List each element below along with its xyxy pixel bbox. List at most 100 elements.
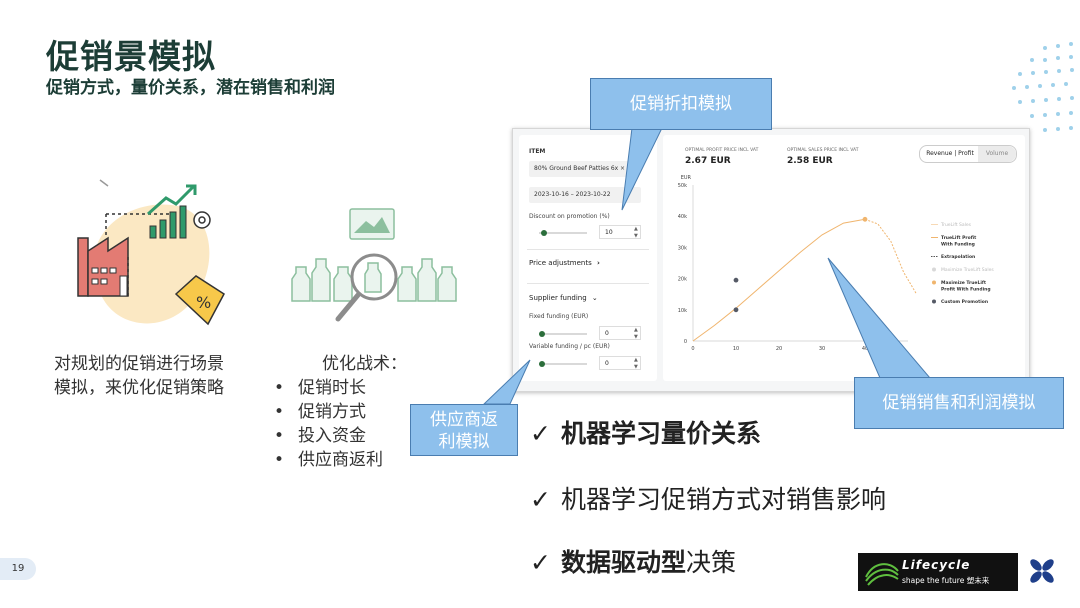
clear-icon[interactable]: × [620, 165, 626, 172]
logo-tagline: shape the future 塑未来 [902, 576, 990, 585]
fixed-funding-label: Fixed funding (EUR) [529, 313, 589, 320]
check-text: 机器学习促销方式对销售影响 [560, 485, 886, 514]
spin-down-icon[interactable]: ▼ [634, 364, 638, 370]
profit-curve-line [692, 218, 866, 342]
callout-supplier-line: 利模拟 [438, 432, 490, 452]
x-tick-label: 40 [862, 346, 868, 352]
check-item: ✓ 机器学习促销方式对销售影响 [530, 480, 886, 516]
legend-label: Maximize TrueLift Sales [941, 267, 994, 273]
spin-up-icon[interactable]: ▲ [634, 226, 638, 232]
x-tick-label: 0 [691, 346, 694, 352]
y-tick-label: 30k [678, 245, 687, 251]
sales-price-value: 2.58 EUR [787, 156, 833, 166]
callout-supplier-line: 供应商返 [430, 410, 498, 430]
chart-point [862, 216, 868, 222]
toggle-revenue-profit[interactable]: Revenue | Profit [926, 150, 974, 157]
x-axis-label: Discou [878, 354, 895, 360]
check-item: ✓ 数据驱动型决策 [530, 543, 736, 579]
y-axis-label: EUR [681, 175, 692, 181]
promotion-settings-sidebar: ITEM 80% Ground Beef Patties 6x × 2023-1… [519, 135, 657, 381]
tactic-item: 投入资金 [274, 424, 383, 448]
legend-label: Extrapolation [941, 254, 975, 260]
spin-up-icon[interactable]: ▲ [634, 327, 638, 333]
discount-label: Discount on promotion (%) [529, 213, 610, 220]
products-magnifier-illustration-icon [291, 208, 457, 322]
checkmark-icon: ✓ [530, 419, 551, 448]
item-label: ITEM [529, 148, 546, 155]
tactics-title: 优化战术： [322, 354, 407, 374]
check-item: ✓ 机器学习量价关系 [530, 414, 761, 450]
tactic-item: 供应商返利 [274, 448, 383, 472]
variable-funding-label: Variable funding / pc (EUR) [529, 343, 610, 350]
discount-input[interactable]: 10 [599, 225, 641, 239]
tactics-list: 促销时长 促销方式 投入资金 供应商返利 [274, 376, 383, 472]
lifecycle-swirl-icon [865, 563, 899, 586]
y-tick-label: 10k [678, 308, 687, 314]
y-tick-label: 40k [678, 214, 687, 220]
check-text: 机器学习量价关系 [560, 419, 761, 448]
check-text: 决策 [685, 548, 736, 577]
y-tick-label: 0 [684, 339, 687, 345]
chart-point [733, 307, 739, 313]
price-adjustments-toggle[interactable]: Price adjustments › [529, 259, 600, 267]
checkmark-icon: ✓ [530, 548, 551, 577]
spin-up-icon[interactable]: ▲ [634, 357, 638, 363]
legend-marker [932, 299, 936, 304]
legend-marker [932, 280, 936, 285]
legend-label: With Funding [941, 242, 975, 248]
variable-funding-input[interactable]: 0 [599, 356, 641, 370]
legend-label: Profit With Funding [941, 287, 991, 293]
callout-supplier-rebate-simulation: 供应商返 利模拟 [410, 404, 518, 456]
item-value: 80% Ground Beef Patties 6x [534, 165, 619, 172]
left-caption: 对规划的促销进行场景模拟，来优化促销策略 [54, 354, 224, 398]
logo-name: Lifecycle [902, 558, 971, 572]
spin-down-icon[interactable]: ▼ [634, 233, 638, 239]
divider [527, 283, 649, 284]
divider [527, 249, 649, 250]
page-number: 19 [0, 558, 36, 580]
fixed-funding-input[interactable]: 0 [599, 326, 641, 340]
decorative-dots-pattern [1012, 42, 1074, 132]
legend-label: TrueLift Profit [941, 235, 977, 241]
tactic-item: 促销方式 [274, 400, 383, 424]
price-adjustments-label: Price adjustments [529, 259, 592, 267]
tactic-item: 促销时长 [274, 376, 383, 400]
fixed-funding-slider[interactable] [539, 333, 587, 335]
supplier-funding-label: Supplier funding [529, 294, 587, 302]
variable-funding-slider[interactable] [539, 363, 587, 365]
promotion-simulator-screenshot: ITEM 80% Ground Beef Patties 6x × 2023-1… [512, 128, 1030, 392]
checkmark-icon: ✓ [530, 485, 551, 514]
date-range-field[interactable]: 2023-10-16 – 2023-10-22 [529, 187, 641, 203]
discount-slider-handle[interactable] [541, 230, 547, 236]
callout-sales-profit-simulation: 促销销售和利润模拟 [854, 377, 1064, 429]
metric-toggle[interactable]: Revenue | Profit Volume [919, 145, 1017, 163]
factory-growth-illustration-icon: % [77, 179, 225, 326]
toggle-volume[interactable]: Volume [978, 146, 1016, 162]
simulation-results-panel: OPTIMAL PROFIT PRICE INCL VAT 2.67 EUR O… [663, 135, 1025, 381]
profit-price-label: OPTIMAL PROFIT PRICE INCL VAT [685, 148, 759, 153]
discount-slider[interactable] [539, 232, 587, 234]
legend-label: Custom Promotion [941, 299, 988, 305]
slide-subtitle: 促销方式，量价关系，潜在销售和利润 [46, 78, 335, 98]
svg-text:%: % [196, 293, 211, 312]
supplier-funding-toggle[interactable]: Supplier funding ⌄ [529, 294, 598, 302]
sales-price-label: OPTIMAL SALES PRICE INCL VAT [787, 148, 859, 153]
chevron-down-icon: ⌄ [591, 294, 598, 302]
extrapolation-line [864, 218, 918, 295]
x-tick-label: 30 [819, 346, 825, 352]
legend-label: Maximize TrueLift [941, 280, 987, 286]
lifecycle-logo: Lifecycle shape the future 塑未来 [858, 553, 1018, 591]
chevron-right-icon: › [597, 259, 600, 267]
item-select[interactable]: 80% Ground Beef Patties 6x [529, 161, 629, 177]
fixed-funding-slider-handle[interactable] [539, 331, 545, 337]
legend-marker [932, 267, 936, 272]
variable-funding-slider-handle[interactable] [539, 361, 545, 367]
brand-flower-icon [1030, 559, 1054, 583]
y-tick-label: 20k [678, 277, 687, 283]
check-text-bold: 数据驱动型 [560, 548, 686, 577]
slide-title: 促销景模拟 [46, 37, 216, 76]
callout-discount-simulation: 促销折扣模拟 [590, 78, 772, 130]
spin-down-icon[interactable]: ▼ [634, 334, 638, 340]
y-tick-label: 50k [678, 183, 687, 189]
